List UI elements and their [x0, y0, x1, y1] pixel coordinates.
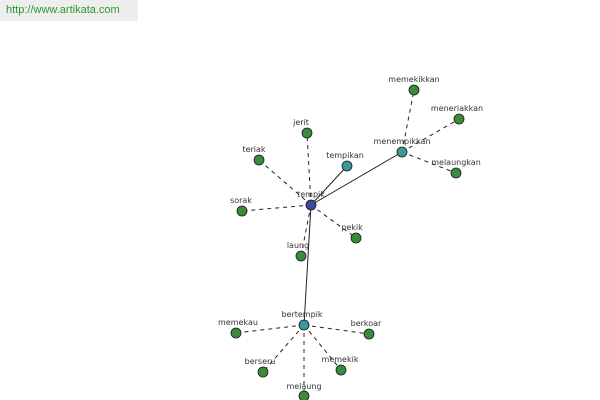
- edge-tempik-menempikkan: [310, 151, 403, 206]
- graph-nodes: [230, 84, 465, 400]
- node-label-jerit: jerit: [292, 118, 309, 127]
- node-memekik[interactable]: [335, 364, 347, 376]
- edge-menempikkan-meneriakkan: [401, 118, 460, 153]
- node-label-berseru: berseru: [245, 357, 276, 366]
- node-label-memekau: memekau: [218, 318, 258, 327]
- edge-bertempik-memekik: [303, 324, 342, 371]
- node-tempikan[interactable]: [341, 160, 353, 172]
- edge-bertempik-memekau: [235, 324, 305, 334]
- node-label-pekik: pekik: [341, 223, 363, 232]
- node-melaung[interactable]: [298, 390, 310, 400]
- edge-tempik-tempikan: [310, 165, 348, 206]
- node-berkoar[interactable]: [363, 328, 375, 340]
- node-memekikkan[interactable]: [408, 84, 420, 96]
- node-pekik[interactable]: [350, 232, 362, 244]
- node-label-bertempik: bertempik: [281, 310, 322, 319]
- node-sorak[interactable]: [236, 205, 248, 217]
- node-melaungkan[interactable]: [450, 167, 462, 179]
- node-tempik[interactable]: [305, 199, 317, 211]
- node-label-memekik: memekik: [322, 355, 359, 364]
- edge-tempik-bertempik: [303, 204, 312, 326]
- node-label-meneriakkan: meneriakkan: [431, 104, 483, 113]
- node-berseru[interactable]: [257, 366, 269, 378]
- graph-labels: tempik menempikkan bertempik tempikan jerit t…: [218, 75, 483, 391]
- edge-menempikkan-memekikkan: [401, 89, 415, 153]
- graph-edges: [235, 89, 460, 396]
- node-label-melaungkan: melaungkan: [431, 158, 481, 167]
- node-jerit[interactable]: [301, 127, 313, 139]
- node-label-memekikkan: memekikkan: [388, 75, 439, 84]
- node-menempikkan[interactable]: [396, 146, 408, 158]
- url-banner: http://www.artikata.com: [0, 0, 138, 21]
- node-label-tempikan: tempikan: [326, 151, 364, 160]
- edge-tempik-sorak: [241, 204, 312, 212]
- node-label-menempikkan: menempikkan: [374, 137, 431, 146]
- node-label-berkoar: berkoar: [351, 319, 382, 328]
- edge-tempik-laung: [300, 204, 312, 257]
- edge-tempik-teriak: [258, 159, 312, 206]
- edge-bertempik-berkoar: [303, 324, 370, 335]
- node-bertempik[interactable]: [298, 319, 310, 331]
- edge-bertempik-berseru: [262, 324, 305, 373]
- node-memekau[interactable]: [230, 327, 242, 339]
- edge-tempik-pekik: [310, 204, 357, 239]
- node-label-tempik: tempik: [297, 190, 325, 199]
- node-label-sorak: sorak: [230, 196, 252, 205]
- node-label-teriak: teriak: [242, 145, 265, 154]
- node-laung[interactable]: [295, 250, 307, 262]
- node-label-melaung: melaung: [286, 382, 321, 391]
- node-meneriakkan[interactable]: [453, 113, 465, 125]
- node-label-laung: laung: [287, 241, 309, 250]
- url-link[interactable]: http://www.artikata.com: [6, 4, 120, 16]
- edge-menempikkan-melaungkan: [401, 151, 457, 174]
- node-teriak[interactable]: [253, 154, 265, 166]
